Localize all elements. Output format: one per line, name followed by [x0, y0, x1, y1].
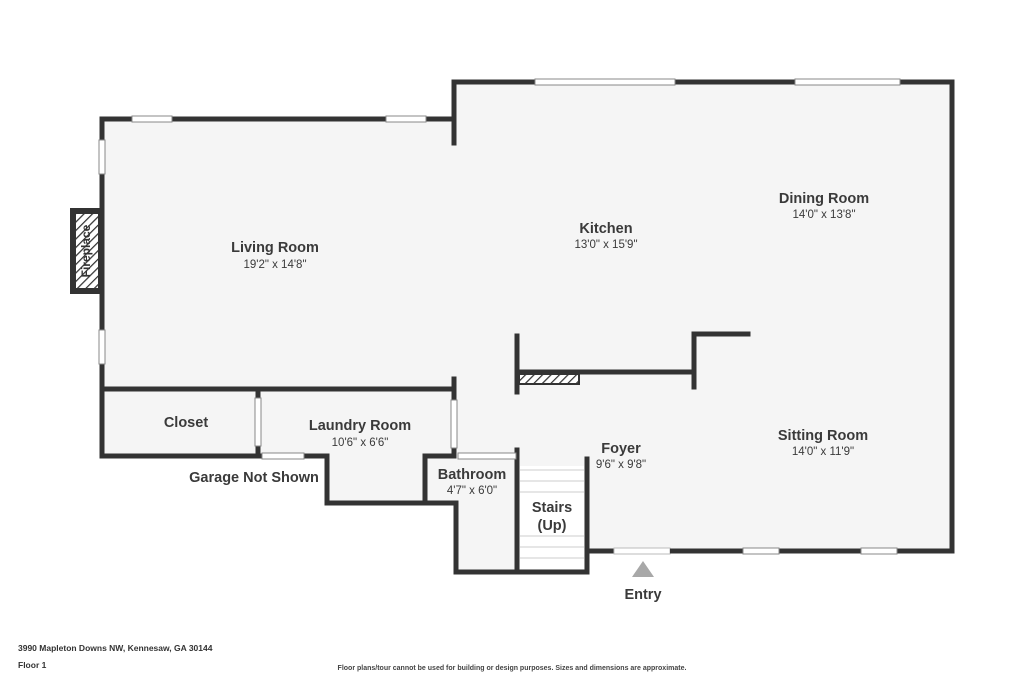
bathroom-name: Bathroom	[438, 467, 506, 483]
window	[385, 115, 427, 123]
kitchen-dims: 13'0" x 15'9"	[574, 239, 637, 251]
floor-area	[102, 82, 952, 572]
sitting-room-dims: 14'0" x 11'9"	[792, 446, 854, 458]
sitting-room-name: Sitting Room	[778, 428, 868, 444]
dining-room-name: Dining Room	[779, 191, 869, 207]
window	[534, 78, 676, 86]
window	[254, 397, 262, 447]
window	[131, 115, 173, 123]
window	[98, 329, 106, 365]
entry-arrow-icon	[632, 561, 654, 577]
foyer-dims: 9'6" x 9'8"	[596, 459, 646, 471]
stairs-direction: (Up)	[538, 518, 567, 534]
fireplace-label: Fireplace	[79, 224, 93, 277]
closet-name: Closet	[164, 415, 208, 431]
stairs: Stairs (Up)	[520, 466, 584, 569]
kitchen-counter	[518, 373, 580, 385]
window	[742, 547, 780, 555]
kitchen-name: Kitchen	[579, 221, 632, 237]
window	[450, 399, 458, 449]
entry-door	[613, 547, 671, 555]
window	[860, 547, 898, 555]
laundry-room-dims: 10'6" x 6'6"	[332, 437, 389, 449]
property-address: 3990 Mapleton Downs NW, Kennesaw, GA 301…	[18, 643, 213, 653]
window	[457, 452, 517, 460]
fireplace: Fireplace	[70, 208, 102, 294]
floor-label: Floor 1	[18, 660, 47, 670]
stairs-label: Stairs	[532, 500, 572, 516]
entry-label: Entry	[624, 587, 661, 603]
living-room-dims: 19'2" x 14'8"	[243, 259, 306, 271]
window	[794, 78, 901, 86]
windows	[98, 78, 901, 555]
disclaimer: Floor plans/tour cannot be used for buil…	[337, 665, 687, 672]
window	[261, 452, 305, 460]
laundry-room-name: Laundry Room	[309, 418, 411, 434]
foyer-name: Foyer	[601, 441, 641, 457]
window	[98, 139, 106, 175]
garage-note: Garage Not Shown	[189, 470, 319, 486]
bathroom-dims: 4'7" x 6'0"	[447, 485, 497, 497]
living-room-name: Living Room	[231, 240, 319, 256]
dining-room-dims: 14'0" x 13'8"	[792, 209, 855, 221]
